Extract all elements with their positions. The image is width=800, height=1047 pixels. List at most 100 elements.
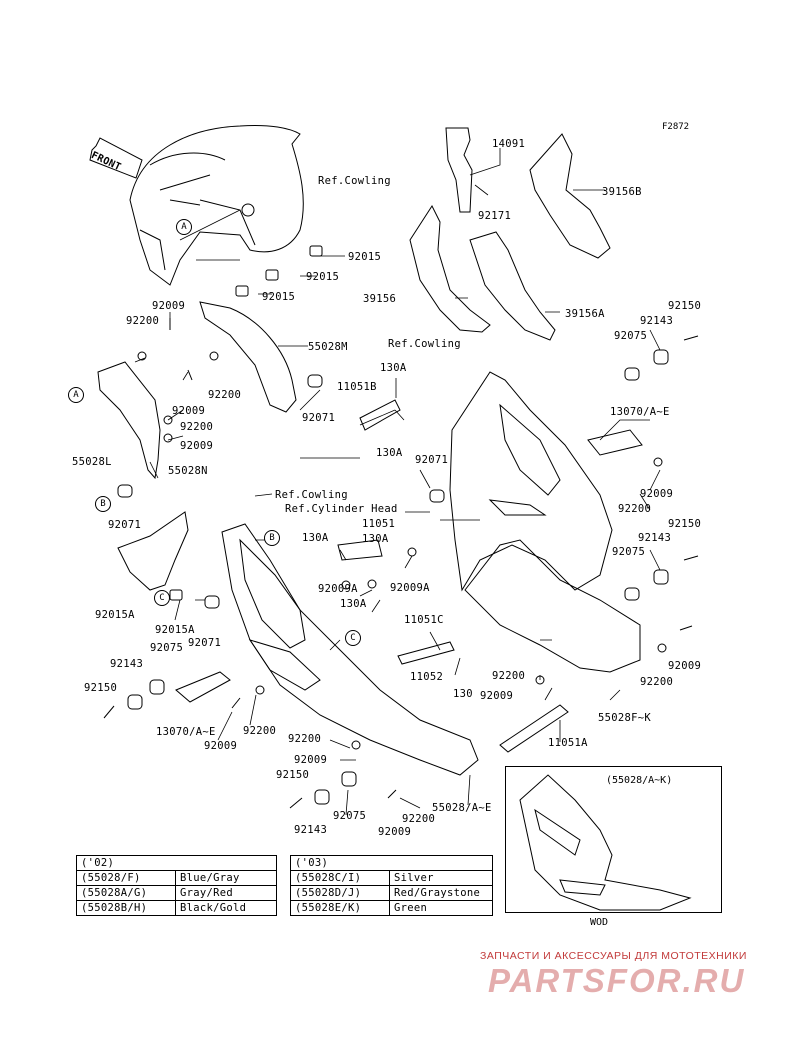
ref-cowling-label: Ref.Cowling (275, 489, 348, 501)
part-label: 92009A (318, 583, 358, 595)
callout-c: C (154, 590, 170, 606)
part-label: 92015 (306, 271, 340, 283)
part-label: 92071 (108, 519, 142, 531)
part-label: 92009 (378, 826, 412, 838)
part-label: 92200 (618, 503, 652, 515)
panel-55028n (117, 511, 189, 591)
part-label: 92200 (640, 676, 674, 688)
part-label: 92009 (180, 440, 214, 452)
figure-id: F2872 (662, 122, 690, 132)
part-label: 14091 (492, 138, 526, 150)
part-label: 11051B (337, 381, 377, 393)
belly-panel (464, 539, 641, 673)
part-label: 13070/A~E (156, 726, 216, 738)
upper-cowling (129, 125, 304, 286)
part-label: 92143 (110, 658, 144, 670)
part-label: 92143 (638, 532, 672, 544)
grommets (117, 245, 669, 805)
part-label: 92200 (126, 315, 160, 327)
part-label: 92071 (415, 454, 449, 466)
part-label: 130 (453, 688, 473, 700)
part-label: 92015A (95, 609, 135, 621)
part-label: 92009 (294, 754, 328, 766)
color-code: (55028/F) (76, 870, 176, 886)
part-label: 92200 (208, 389, 242, 401)
part-label: 55028N (168, 465, 208, 477)
ref-cylinder-head-label: Ref.Cylinder Head (285, 503, 398, 515)
part-label: 92200 (402, 813, 436, 825)
color-code: (55028B/H) (76, 900, 176, 916)
panel-55028l (97, 361, 161, 480)
part-label: 92150 (668, 518, 702, 530)
part-label: 92015 (348, 251, 382, 263)
strip-13070-left (175, 671, 231, 703)
watermark-logo: PARTSFOR.RU (488, 962, 746, 999)
bracket-14091 (445, 127, 473, 213)
color-table-2003: ('03) (55028C/I) Silver (55028D/J) Red/G… (290, 855, 493, 916)
watermark-tagline: ЗАПЧАСТИ И АКСЕССУАРЫ ДЛЯ МОТОТЕХНИКИ (480, 950, 747, 962)
part-label: 55028/A~E (432, 802, 492, 814)
callout-b: B (95, 496, 111, 512)
part-label: 130A (302, 532, 329, 544)
cover-39156b (529, 133, 611, 259)
bracket-11051c (397, 641, 455, 665)
strip-11051a (499, 704, 569, 753)
part-label: 92075 (150, 642, 184, 654)
ref-cowling-label: Ref.Cowling (388, 338, 461, 350)
part-label: 55028M (308, 341, 348, 353)
cover-39156 (409, 204, 491, 333)
callout-c: C (345, 630, 361, 646)
color-name: Black/Gold (175, 900, 277, 916)
inner-panel-55028m (199, 301, 297, 413)
part-label: 39156A (565, 308, 605, 320)
part-label: 55028F~K (598, 712, 651, 724)
bolts (103, 203, 699, 809)
ref-cowling-label: Ref.Cowling (318, 175, 391, 187)
inset-title: (55028/A~K) (606, 775, 673, 786)
part-label: 92071 (302, 412, 336, 424)
part-label: 92015 (262, 291, 296, 303)
part-label: 11052 (410, 671, 444, 683)
right-lower-fairing (449, 371, 613, 592)
part-label: 92075 (333, 810, 367, 822)
callout-a: A (176, 219, 192, 235)
leader-lines (134, 148, 661, 816)
part-label: 92075 (612, 546, 646, 558)
part-label: 92143 (294, 824, 328, 836)
part-label: 92015A (155, 624, 195, 636)
color-table-2002: ('02) (55028/F) Blue/Gray (55028A/G) Gra… (76, 855, 277, 916)
color-name: Blue/Gray (175, 870, 277, 886)
part-label: 39156B (602, 186, 642, 198)
cover-39156a (469, 231, 556, 341)
part-label: 92009 (172, 405, 206, 417)
part-label: 92200 (243, 725, 277, 737)
part-label: 92171 (478, 210, 512, 222)
color-table-header: ('02) (76, 855, 277, 871)
part-label: 55028L (72, 456, 112, 468)
part-label: 13070/A~E (610, 406, 670, 418)
part-label: 92009 (204, 740, 238, 752)
callout-b: B (264, 530, 280, 546)
part-label: 130A (380, 362, 407, 374)
part-label: 11051A (548, 737, 588, 749)
color-name: Green (389, 900, 493, 916)
color-table-header: ('03) (290, 855, 493, 871)
part-label: 92143 (640, 315, 674, 327)
part-label: 92200 (288, 733, 322, 745)
part-label: 92200 (180, 421, 214, 433)
part-label: 92009 (668, 660, 702, 672)
part-label: 130A (340, 598, 367, 610)
callout-a: A (68, 387, 84, 403)
part-label: 92150 (668, 300, 702, 312)
part-label: 92075 (614, 330, 648, 342)
part-label: 39156 (363, 293, 397, 305)
bracket-11051 (337, 539, 383, 561)
part-label: 92009A (390, 582, 430, 594)
strip-13070-right (587, 429, 643, 456)
color-name: Red/Graystone (389, 885, 493, 901)
color-code: (55028A/G) (76, 885, 176, 901)
part-label: 11051C (404, 614, 444, 626)
color-code: (55028E/K) (290, 900, 390, 916)
part-label: 92071 (188, 637, 222, 649)
